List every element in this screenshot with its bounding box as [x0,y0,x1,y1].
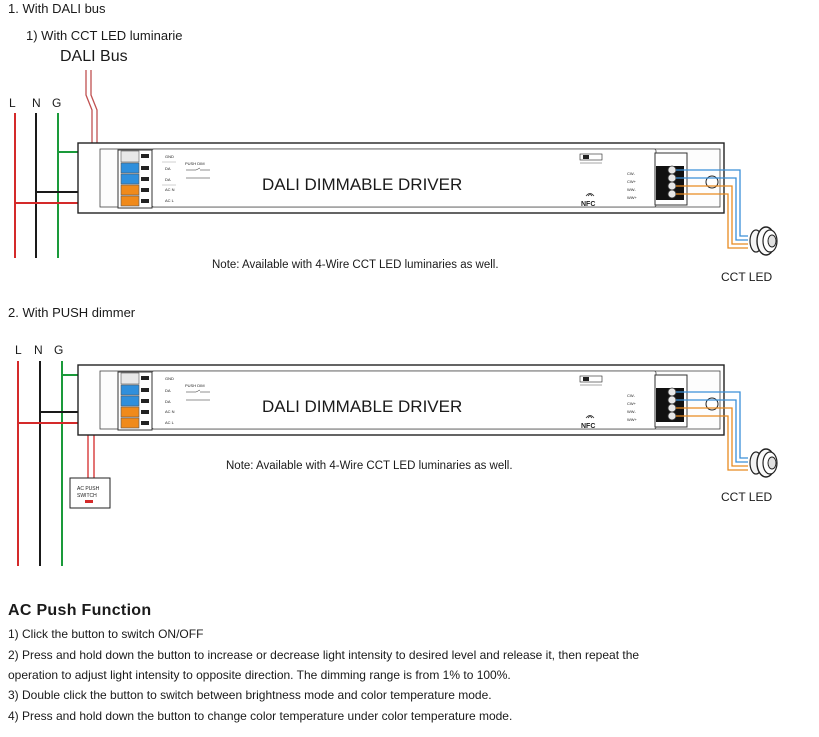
section2-led-label: CCT LED [721,490,773,504]
svg-text:DA: DA [165,388,171,393]
svg-text:WW+: WW+ [627,417,638,422]
svg-text:DA: DA [165,166,171,171]
svg-text:SWITCH: SWITCH [77,493,97,499]
svg-text:CW+: CW+ [627,401,637,406]
svg-text:AC PUSH: AC PUSH [77,486,100,492]
driver-label: DALI DIMMABLE DRIVER [262,175,462,194]
cct-led-lamp-2 [749,448,778,478]
dali-bus-label: DALI Bus [60,48,128,65]
ac-push-step: operation to adjust light intensity to o… [8,668,511,682]
svg-text:DA: DA [165,177,171,182]
neutral-label: N [32,96,41,110]
section2-diagram: AC PUSH SWITCH GND DA DA AC N AC L PUSH … [17,361,778,566]
ac-push-step: 2) Press and hold down the button to inc… [8,648,640,662]
section1-heading: 1. With DALI bus [8,1,106,16]
cct-led-lamp [749,226,778,256]
svg-text:WW+: WW+ [627,195,638,200]
svg-text:CW-: CW- [627,171,636,176]
ac-push-step: 3) Double click the button to switch bet… [8,688,492,702]
neutral-label-2: N [34,343,43,357]
svg-text:AC N: AC N [165,409,175,414]
ground-label: G [52,96,62,110]
live-label-2: L [15,343,22,357]
section2-heading: 2. With PUSH dimmer [8,305,136,320]
ac-push-step: 1) Click the button to switch ON/OFF [8,627,204,641]
svg-text:WW-: WW- [627,187,636,192]
svg-text:NFC: NFC [581,423,595,430]
ground-label-2: G [54,343,64,357]
svg-text:AC L: AC L [165,198,175,203]
svg-text:GND: GND [165,154,174,159]
svg-text:PUSH DIM: PUSH DIM [185,383,205,388]
svg-text:AC L: AC L [165,420,175,425]
ac-push-step: 4) Press and hold down the button to cha… [8,709,513,723]
svg-text:DA: DA [165,399,171,404]
svg-text:NFC: NFC [581,201,595,208]
section2-note: Note: Available with 4-Wire CCT LED lumi… [226,460,513,472]
section1-diagram: GND DA DA AC N AC L PUSH DIM DALI DIMMAB… [14,70,778,258]
svg-text:CW+: CW+ [627,179,637,184]
svg-text:AC N: AC N [165,187,175,192]
driver-label-2: DALI DIMMABLE DRIVER [262,397,462,416]
section1-subheading: 1) With CCT LED luminarie [26,28,183,43]
svg-text:GND: GND [165,376,174,381]
section1-led-label: CCT LED [721,270,773,284]
svg-text:WW-: WW- [627,409,636,414]
live-label: L [9,96,16,110]
svg-text:CW-: CW- [627,393,636,398]
section1-note: Note: Available with 4-Wire CCT LED lumi… [212,259,499,271]
ac-push-title: AC Push Function [8,602,152,619]
svg-text:PUSH DIM: PUSH DIM [185,161,205,166]
